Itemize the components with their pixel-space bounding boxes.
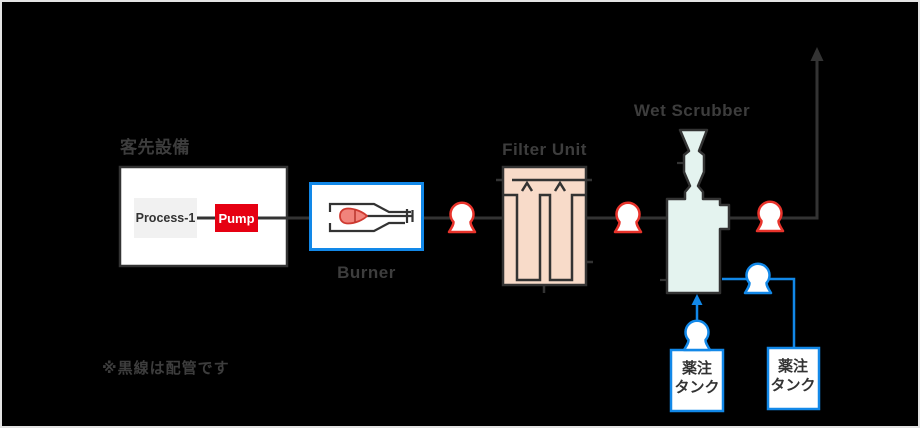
red-valve-icon-3 — [755, 200, 785, 233]
pump-label: Pump — [218, 210, 255, 226]
chemical-tank-left — [669, 348, 725, 413]
customer-equipment-label: 客先設備 — [120, 138, 190, 157]
pipe-scrubber-to-exhaust — [728, 60, 819, 220]
pump-box — [215, 204, 258, 232]
tank-label-line1: 薬注 — [777, 358, 808, 375]
tank-label-line2: タンク — [770, 376, 816, 394]
red-valve-icon-1 — [447, 201, 477, 234]
chemical-tank-right — [766, 346, 821, 411]
piping-note: ※黒線は配管です — [102, 360, 230, 377]
wet-scrubber-label: Wet Scrubber — [633, 101, 751, 120]
wet-scrubber-vessel — [665, 128, 731, 295]
filter-bags-icon — [503, 193, 586, 282]
filter-internals — [496, 178, 593, 293]
blue-valve-icon-2 — [682, 319, 712, 352]
filter-chevron-icon — [553, 180, 567, 192]
burner-icon — [328, 202, 414, 233]
filter-chevron-icon — [520, 180, 534, 192]
tank-label-right: 薬注 タンク — [767, 358, 819, 396]
process-box — [134, 198, 197, 238]
filter-unit-box — [501, 165, 588, 287]
burner-label: Burner — [337, 263, 396, 282]
red-valve-icon-2 — [613, 201, 643, 234]
blue-valve-icon-1 — [743, 262, 773, 295]
dosing-arrow-icon — [691, 294, 703, 305]
exhaust-arrow-icon — [810, 47, 824, 61]
scrubber-stubs — [660, 161, 684, 282]
tank-label-line1: 薬注 — [681, 360, 712, 377]
flame-icon — [339, 207, 369, 225]
tank-label-line2: タンク — [674, 378, 720, 396]
filter-unit-label: Filter Unit — [502, 140, 587, 159]
tank-label-left: 薬注 タンク — [671, 360, 723, 398]
process-label: Process-1 — [135, 211, 196, 225]
